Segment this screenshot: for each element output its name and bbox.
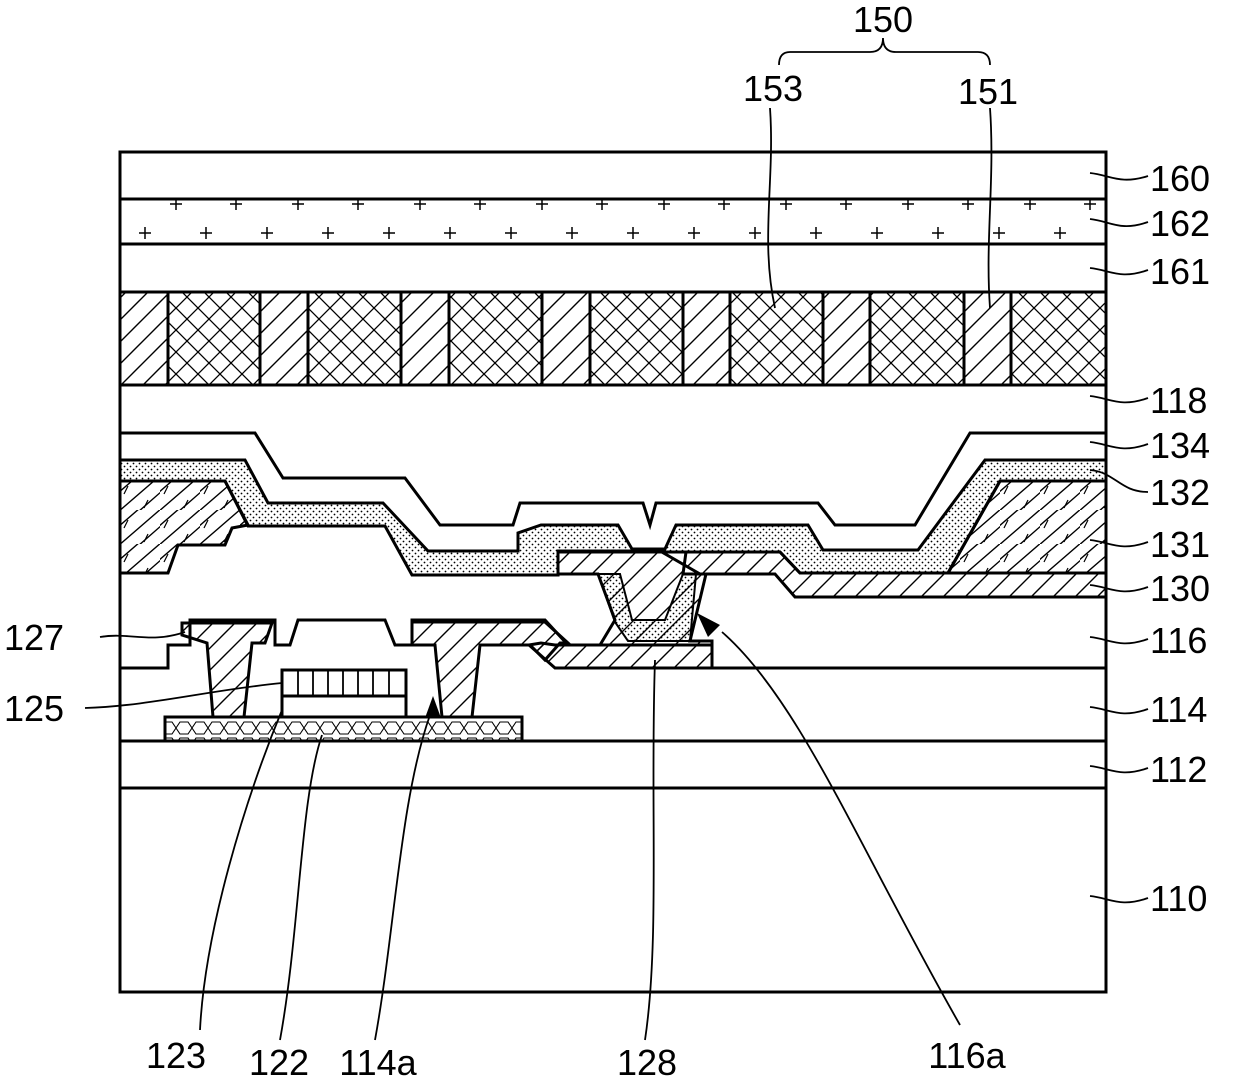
label-110: 110 — [1150, 878, 1207, 919]
label-122: 122 — [249, 1042, 309, 1081]
label-161: 161 — [1150, 251, 1210, 292]
label-118: 118 — [1150, 380, 1207, 421]
gate-125-top — [282, 670, 406, 696]
label-131: 131 — [1150, 524, 1210, 565]
gate-insulator-123 — [282, 696, 406, 717]
label-114: 114 — [1150, 689, 1207, 730]
label-116: 116 — [1150, 620, 1207, 661]
label-150: 150 — [853, 0, 913, 40]
label-151: 151 — [958, 71, 1018, 112]
active-layer-122 — [165, 717, 522, 741]
bracket-150 — [779, 38, 990, 65]
label-123: 123 — [146, 1035, 206, 1076]
label-125: 125 — [4, 688, 64, 729]
label-112: 112 — [1150, 749, 1207, 790]
label-116a: 116a — [928, 1035, 1006, 1076]
label-132: 132 — [1150, 472, 1210, 513]
label-114a: 114a — [339, 1042, 417, 1081]
label-134: 134 — [1150, 425, 1210, 466]
label-130: 130 — [1150, 568, 1210, 609]
color-filter-layer-150 — [120, 292, 1106, 385]
label-153: 153 — [743, 68, 803, 109]
label-162: 162 — [1150, 203, 1210, 244]
layer-162 — [122, 199, 1104, 244]
label-127: 127 — [4, 617, 64, 658]
label-128: 128 — [617, 1042, 677, 1081]
label-160: 160 — [1150, 158, 1210, 199]
